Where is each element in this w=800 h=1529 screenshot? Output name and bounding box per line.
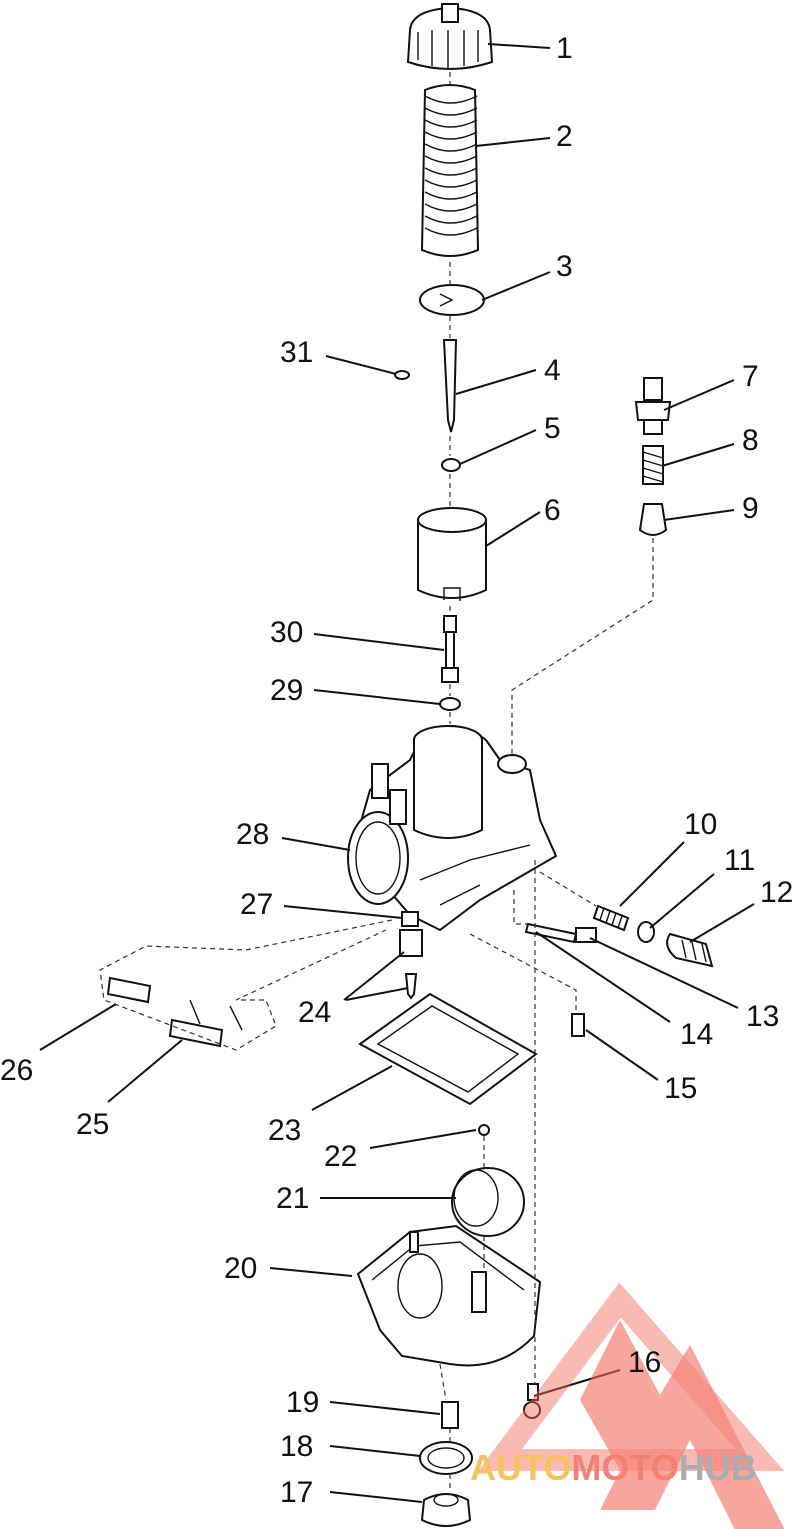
- callout-5: 5: [544, 412, 561, 445]
- part-25-hose-clip: [168, 999, 243, 1048]
- callout-22: 22: [324, 1140, 357, 1173]
- part-12-adjust-screw: [666, 932, 714, 968]
- part-4-jet-needle: [442, 339, 458, 433]
- callout-3: 3: [556, 250, 573, 283]
- watermark-word-auto: AUTO: [470, 1447, 571, 1488]
- callout-10: 10: [684, 808, 717, 841]
- part-31-clip: [394, 370, 410, 380]
- callout-18: 18: [280, 1430, 313, 1463]
- callout-15: 15: [664, 1072, 697, 1105]
- part-22-pin: [478, 1124, 490, 1136]
- part-5-washer: [441, 458, 461, 472]
- callout-11: 11: [724, 844, 755, 877]
- callout-7: 7: [742, 360, 759, 393]
- automotohub-watermark: AUTOMOTOHUB: [470, 1282, 785, 1529]
- callout-27: 27: [240, 888, 273, 921]
- assembly-guide-lines: [99, 72, 654, 1488]
- part-11-washer: [637, 921, 655, 943]
- part-18-o-ring: [419, 1441, 473, 1475]
- callout-9: 9: [742, 492, 759, 525]
- part-9-plunger: [638, 503, 668, 536]
- part-27-needle-seat: [401, 911, 419, 927]
- part-30-screw: [441, 615, 459, 683]
- callout-12: 12: [760, 876, 793, 909]
- part-2-throttle-spring: [420, 84, 480, 257]
- part-3-needle-plate: [419, 284, 485, 316]
- part-23-gasket: [358, 992, 538, 1106]
- svg-text:AUTOMOTOHUB: AUTOMOTOHUB: [470, 1447, 757, 1488]
- callout-17: 17: [280, 1476, 313, 1509]
- part-15-jet: [571, 1013, 585, 1037]
- callout-30: 30: [270, 616, 303, 649]
- callout-6: 6: [544, 494, 561, 527]
- callout-16: 16: [628, 1346, 661, 1379]
- part-7-fitting: [634, 377, 672, 435]
- watermark-word-moto: MOTO: [571, 1447, 678, 1488]
- part-20-float-bowl: [356, 1224, 542, 1367]
- watermark-word-hub: HUB: [679, 1447, 757, 1488]
- callout-29: 29: [270, 674, 303, 707]
- part-24-float-valve: [399, 929, 423, 1000]
- callout-14: 14: [680, 1018, 713, 1051]
- part-21-float: [451, 1167, 525, 1237]
- callout-28: 28: [236, 818, 269, 851]
- part-26-hose: [106, 976, 152, 1004]
- part-8-spring: [642, 445, 664, 485]
- callout-labels: 1 2 3 4 5 6 7 8 9 10 11 12 13 14 15 16 1…: [0, 32, 793, 1509]
- part-17-drain-plug: [420, 1493, 472, 1527]
- part-29-ring: [439, 697, 461, 711]
- watermark-logo-triangle: [580, 1320, 785, 1529]
- part-19-main-jet: [441, 1401, 459, 1429]
- callout-13: 13: [746, 1000, 779, 1033]
- callout-8: 8: [742, 424, 759, 457]
- part-16-drain-screw: [523, 1383, 541, 1419]
- callout-26: 26: [0, 1054, 33, 1087]
- callout-31: 31: [280, 336, 313, 369]
- callout-20: 20: [224, 1252, 257, 1285]
- part-10-spring: [592, 904, 630, 932]
- part-28-carburetor-body: [347, 725, 558, 932]
- part-1-top-cap: [406, 3, 494, 70]
- callout-2: 2: [556, 120, 573, 153]
- callout-25: 25: [76, 1108, 109, 1141]
- callout-19: 19: [286, 1386, 319, 1419]
- callout-23: 23: [268, 1114, 301, 1147]
- callout-1: 1: [556, 32, 573, 65]
- callout-4: 4: [544, 354, 561, 387]
- part-6-throttle-slide: [417, 507, 487, 601]
- callout-24: 24: [298, 996, 331, 1029]
- callout-21: 21: [276, 1182, 309, 1215]
